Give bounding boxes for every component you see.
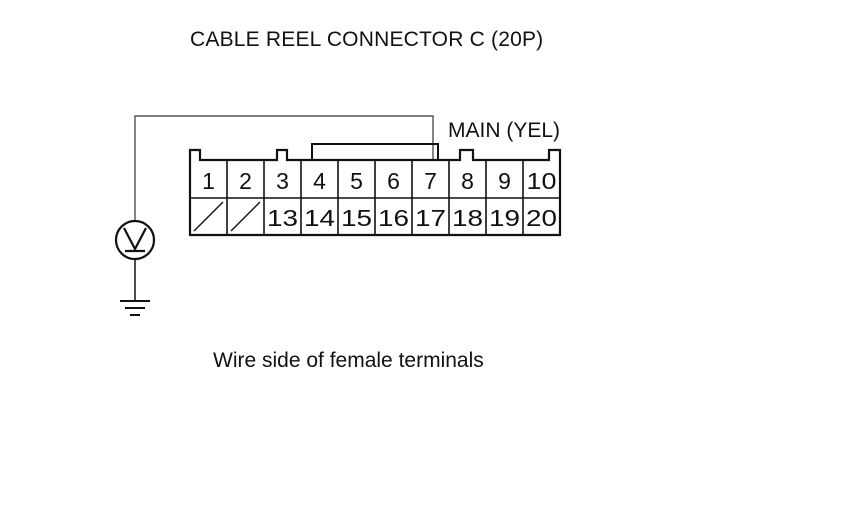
terminal-13: 13 <box>267 205 298 231</box>
locking-tab <box>311 143 439 160</box>
voltmeter-icon <box>114 219 156 261</box>
terminal-14: 14 <box>304 205 335 231</box>
diagram-caption: Wire side of female terminals <box>213 349 484 372</box>
terminal-7: 7 <box>424 168 437 194</box>
ground-icon <box>120 300 150 316</box>
terminal-9: 9 <box>498 168 511 194</box>
terminal-15: 15 <box>341 205 372 231</box>
empty-cavity-11 <box>193 201 224 232</box>
connector-housing <box>188 148 562 237</box>
terminal-6: 6 <box>387 168 400 194</box>
terminal-8: 8 <box>461 168 474 194</box>
terminal-20: 20 <box>526 205 557 231</box>
terminal-17: 17 <box>415 205 446 231</box>
terminal-16: 16 <box>378 205 409 231</box>
diagram-title: CABLE REEL CONNECTOR C (20P) <box>190 28 544 51</box>
terminal-5: 5 <box>350 168 363 194</box>
terminal-18: 18 <box>452 205 483 231</box>
terminal-19: 19 <box>489 205 520 231</box>
terminal-4: 4 <box>313 168 326 194</box>
probe-wire <box>134 115 434 224</box>
terminal-10: 10 <box>527 168 557 194</box>
cavity-dividers <box>226 160 524 235</box>
wire-label: MAIN (YEL) <box>448 119 560 142</box>
terminal-2: 2 <box>239 168 252 194</box>
empty-cavity-12 <box>230 201 261 232</box>
terminal-3: 3 <box>276 168 289 194</box>
terminal-1: 1 <box>202 168 215 194</box>
